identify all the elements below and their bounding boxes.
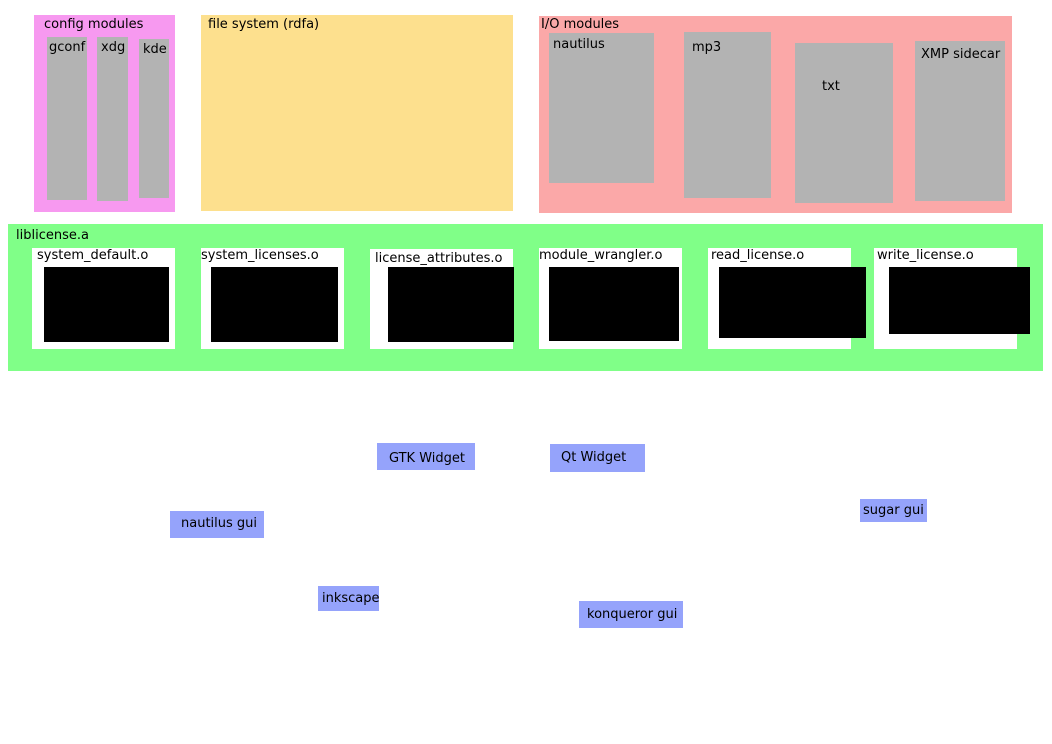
module-mp3-label: mp3 bbox=[692, 40, 722, 55]
module-txt: txt bbox=[795, 43, 893, 203]
qt-widget-box: Qt Widget bbox=[550, 444, 645, 472]
konqueror-gui-box: konqueror gui bbox=[579, 601, 683, 628]
liblicense-title: liblicense.a bbox=[16, 228, 89, 243]
object-read-license-label: read_license.o bbox=[711, 248, 805, 263]
liblicense-panel: liblicense.a system_default.o system_lic… bbox=[8, 224, 1043, 371]
inkscape-label: inkscape bbox=[322, 591, 380, 606]
module-gconf-label: gconf bbox=[49, 40, 86, 55]
module-xmp-sidecar: XMP sidecar bbox=[915, 41, 1005, 201]
konqueror-gui-label: konqueror gui bbox=[587, 607, 678, 622]
gtk-widget-box: GTK Widget bbox=[377, 443, 475, 470]
object-write-license-content bbox=[889, 267, 1030, 334]
module-gconf: gconf bbox=[47, 37, 87, 200]
module-xdg: xdg bbox=[97, 37, 128, 201]
object-system-default: system_default.o bbox=[32, 248, 175, 349]
module-nautilus: nautilus bbox=[549, 33, 654, 183]
object-license-attributes: license_attributes.o bbox=[370, 249, 514, 349]
config-modules-title: config modules bbox=[44, 17, 144, 32]
module-xmp-sidecar-label: XMP sidecar bbox=[921, 47, 1001, 62]
object-license-attributes-label: license_attributes.o bbox=[375, 251, 503, 266]
module-kde-label: kde bbox=[143, 42, 167, 57]
module-nautilus-label: nautilus bbox=[553, 37, 605, 52]
nautilus-gui-label: nautilus gui bbox=[181, 516, 258, 531]
object-read-license-content bbox=[719, 267, 866, 338]
inkscape-box: inkscape bbox=[318, 586, 380, 611]
module-kde: kde bbox=[139, 39, 169, 198]
object-system-licenses: system_licenses.o bbox=[201, 248, 344, 349]
config-modules-panel: config modules gconf xdg kde bbox=[34, 15, 175, 212]
module-txt-label: txt bbox=[822, 79, 840, 94]
object-write-license-label: write_license.o bbox=[877, 248, 974, 263]
object-read-license: read_license.o bbox=[708, 248, 866, 349]
sugar-gui-label: sugar gui bbox=[863, 503, 924, 518]
nautilus-gui-box: nautilus gui bbox=[170, 511, 264, 538]
object-module-wrangler: module_wrangler.o bbox=[539, 248, 682, 349]
file-system-panel: file system (rdfa) bbox=[201, 15, 513, 211]
file-system-title: file system (rdfa) bbox=[208, 17, 320, 32]
object-module-wrangler-label: module_wrangler.o bbox=[539, 248, 663, 263]
object-write-license: write_license.o bbox=[874, 248, 1030, 349]
sugar-gui-box: sugar gui bbox=[860, 499, 927, 522]
gtk-widget-label: GTK Widget bbox=[389, 451, 465, 466]
module-mp3: mp3 bbox=[684, 32, 771, 198]
object-system-licenses-content bbox=[211, 267, 338, 342]
io-modules-panel: I/O modules nautilus mp3 txt XMP sidecar bbox=[539, 16, 1012, 213]
object-module-wrangler-content bbox=[549, 267, 679, 341]
object-system-licenses-label: system_licenses.o bbox=[201, 248, 319, 263]
object-license-attributes-content bbox=[388, 267, 514, 342]
io-modules-title: I/O modules bbox=[541, 17, 620, 32]
object-system-default-label: system_default.o bbox=[37, 248, 149, 263]
qt-widget-label: Qt Widget bbox=[561, 450, 627, 465]
module-xdg-label: xdg bbox=[101, 40, 126, 55]
object-system-default-content bbox=[44, 267, 169, 342]
